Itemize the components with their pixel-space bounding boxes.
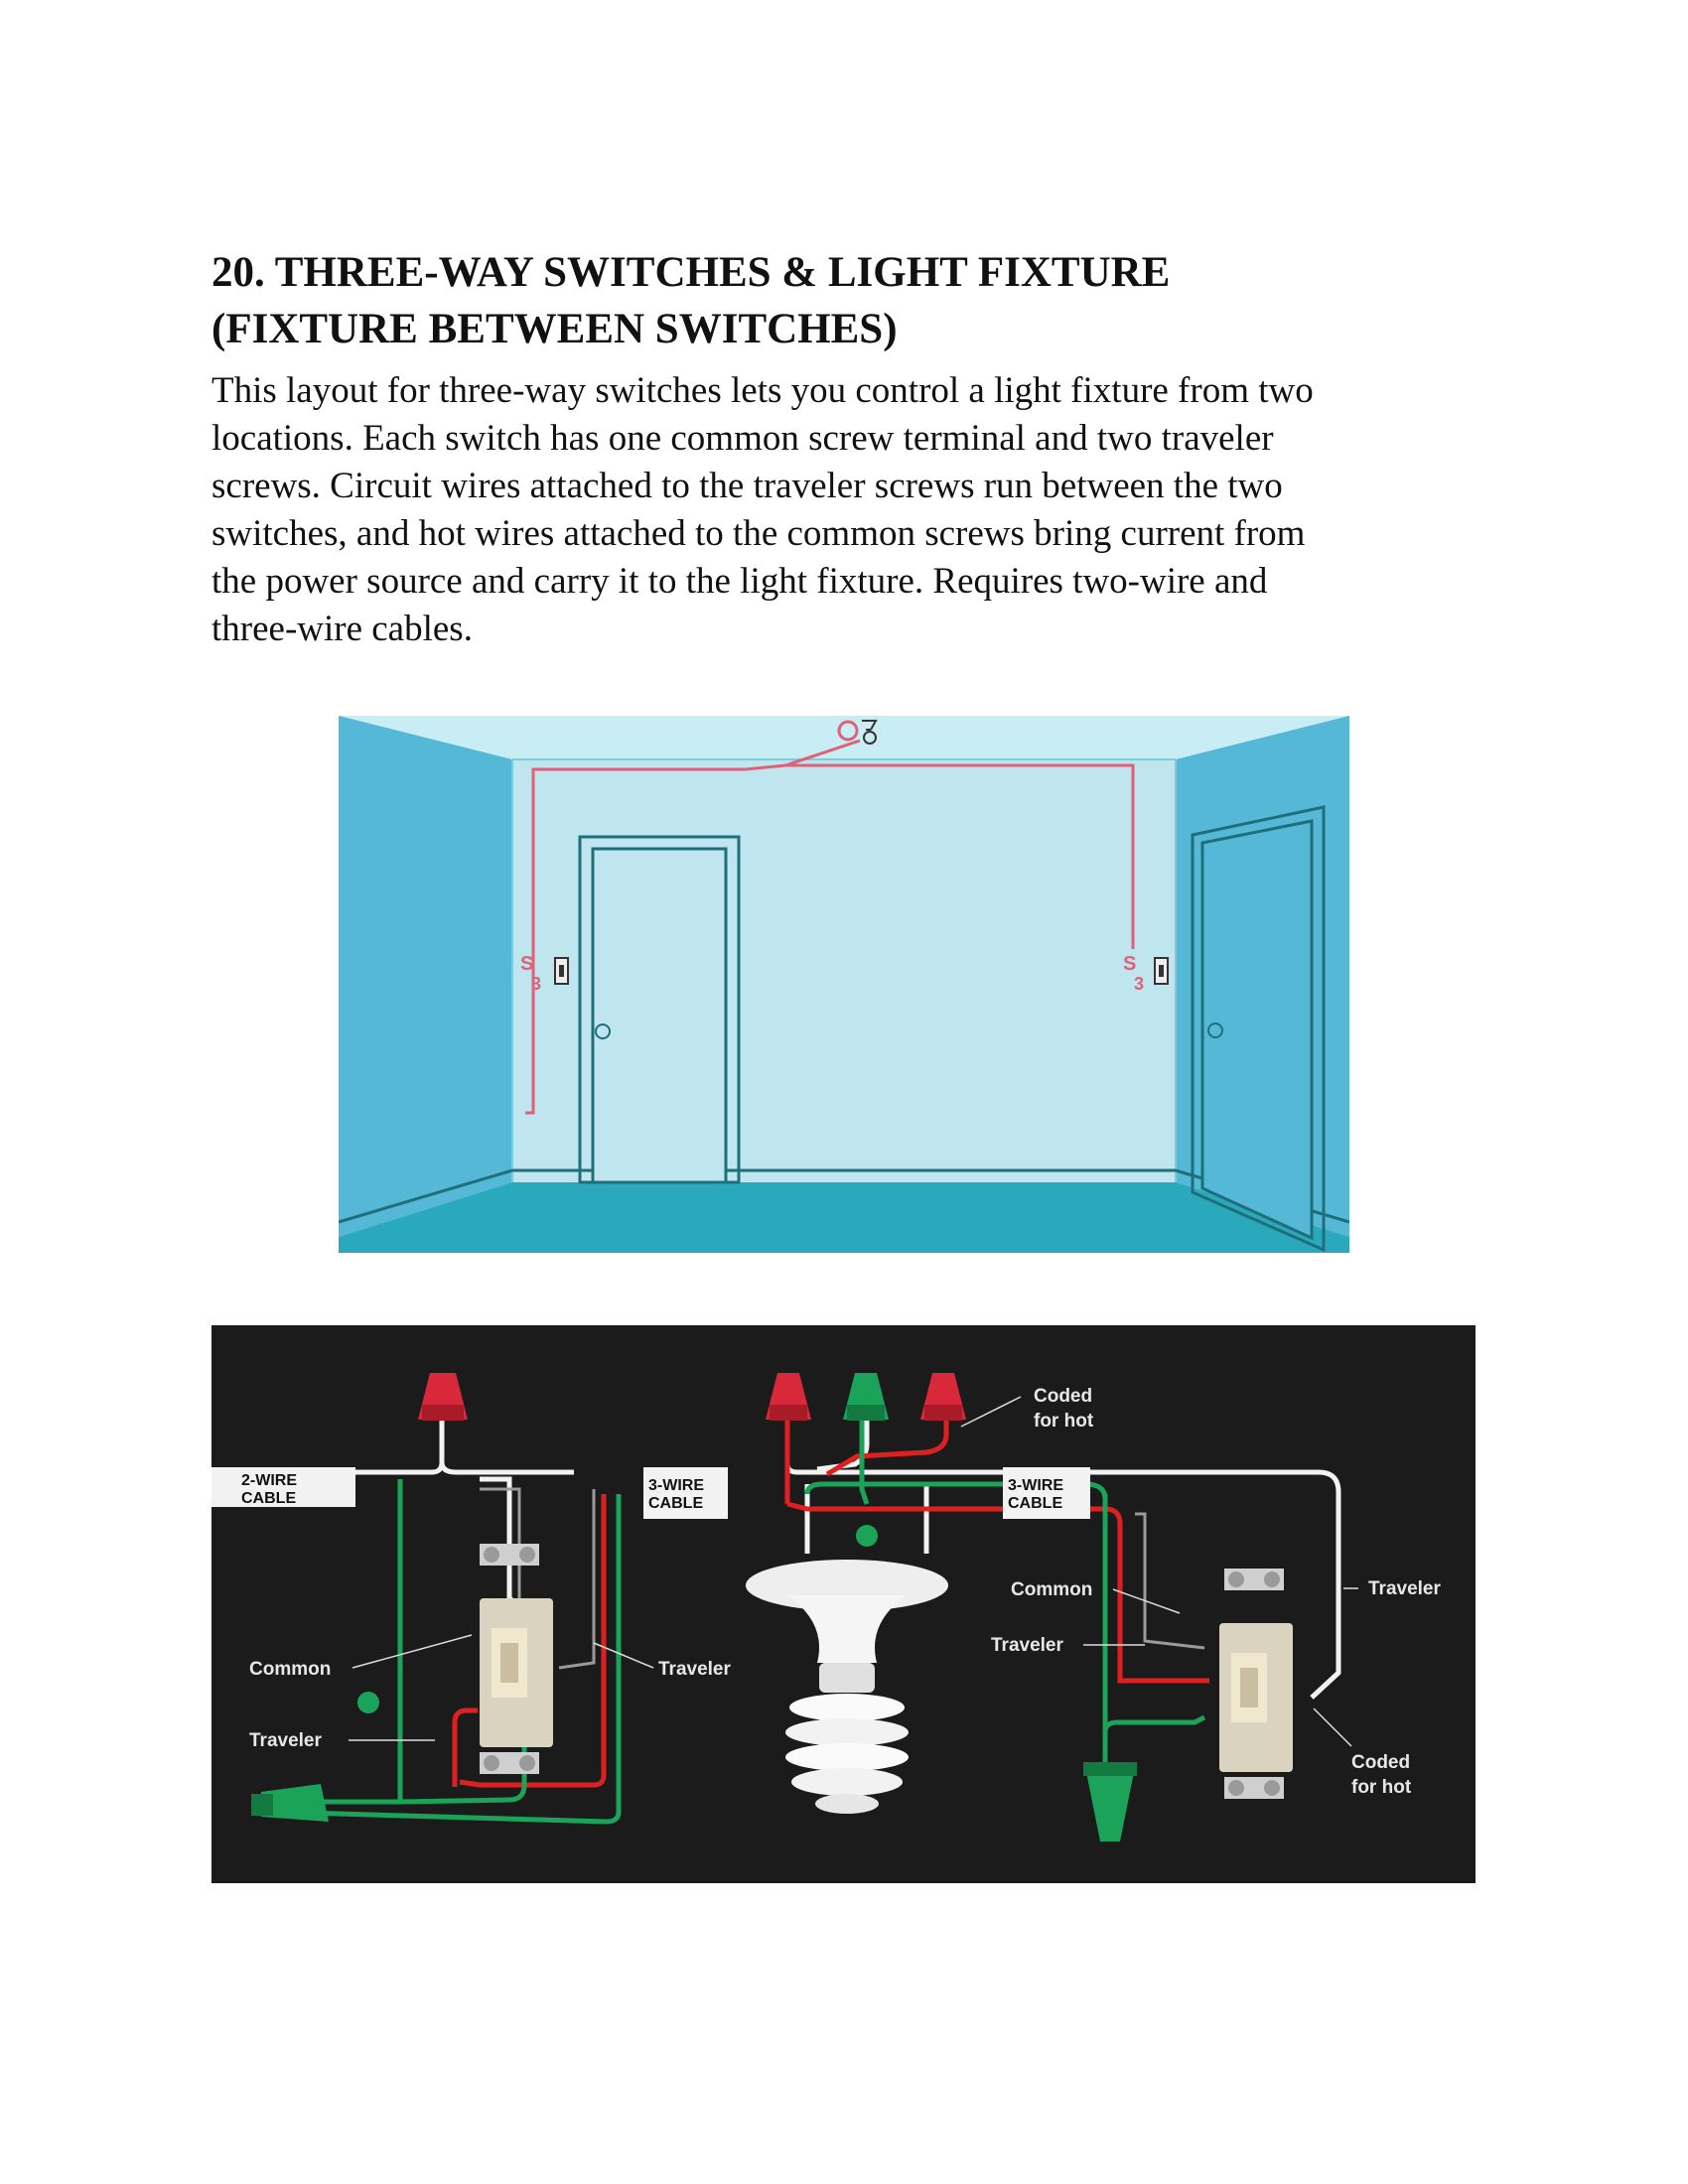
three-wire-right-label-1: 3-WIRE bbox=[1008, 1477, 1063, 1494]
room-illustration: S 3 S 3 bbox=[338, 716, 1350, 1253]
left-baseboard bbox=[338, 1168, 513, 1224]
two-wire-cable-label-2: CABLE bbox=[241, 1490, 296, 1507]
right-three-way-switch bbox=[1219, 1569, 1293, 1799]
floor bbox=[339, 1182, 1349, 1253]
callout-common-right: Common bbox=[1011, 1579, 1092, 1600]
heading-line-2: (FIXTURE BETWEEN SWITCHES) bbox=[211, 306, 898, 352]
wiring-svg: 2-WIRE CABLE 3-WIRE CABLE 3-WIRE CABLE bbox=[211, 1325, 1476, 1883]
wire-nut-green bbox=[843, 1373, 889, 1421]
wire-nut-ground-left bbox=[251, 1784, 329, 1822]
wire-nut-ground-right bbox=[1083, 1762, 1137, 1842]
left-side-wall bbox=[339, 716, 512, 1237]
right-door-frame bbox=[1191, 805, 1326, 1253]
fixture-icon bbox=[862, 720, 878, 731]
callout-traveler-mid: Traveler bbox=[658, 1659, 731, 1680]
left-switch-subscript: 3 bbox=[531, 974, 541, 994]
left-switch-letter: S bbox=[520, 953, 533, 975]
fixture-lamp-icon bbox=[863, 731, 877, 745]
two-wire-cable-label-1: 2-WIRE bbox=[241, 1472, 297, 1489]
body-line-6: three-wire cables. bbox=[211, 609, 473, 649]
body-line-5: the power source and carry it to the lig… bbox=[211, 561, 1268, 602]
wire-nut-left bbox=[418, 1373, 468, 1421]
wiring-diagram: 2-WIRE CABLE 3-WIRE CABLE 3-WIRE CABLE bbox=[211, 1325, 1476, 1883]
fixture-ground-screw bbox=[856, 1525, 878, 1547]
room-svg: S 3 S 3 bbox=[338, 716, 1350, 1253]
page-heading: 20. THREE-WAY SWITCHES & LIGHT FIXTURE (… bbox=[211, 244, 1502, 357]
three-wire-cable-left-sheath bbox=[643, 1467, 728, 1519]
wire-nut-red-2 bbox=[920, 1373, 966, 1421]
center-door bbox=[591, 847, 728, 1184]
callout-common-left: Common bbox=[249, 1659, 331, 1680]
three-wire-left-label-1: 3-WIRE bbox=[648, 1477, 704, 1494]
right-wall-switch-toggle bbox=[1159, 965, 1164, 977]
callout-traveler-right-outer: Traveler bbox=[1368, 1578, 1441, 1599]
callout-coded-hot-top-2: for hot bbox=[1034, 1411, 1094, 1432]
callout-traveler-right-inner: Traveler bbox=[991, 1635, 1063, 1656]
left-wall-switch-toggle bbox=[559, 965, 564, 977]
callout-coded-hot-top-1: Coded bbox=[1034, 1386, 1092, 1407]
center-door-knob bbox=[595, 1024, 611, 1039]
three-wire-right-label-2: CABLE bbox=[1008, 1495, 1062, 1512]
callout-coded-hot-bottom-1: Coded bbox=[1351, 1752, 1410, 1773]
right-switch-subscript: 3 bbox=[1134, 974, 1144, 994]
two-wire-cable-sheath bbox=[211, 1467, 355, 1507]
body-line-4: switches, and hot wires attached to the … bbox=[211, 513, 1306, 554]
left-wire-run bbox=[525, 739, 861, 1115]
body-line-1: This layout for three-way switches lets … bbox=[211, 370, 1314, 411]
left-ground-screw bbox=[357, 1692, 379, 1713]
light-fixture bbox=[746, 1560, 948, 1814]
right-door-knob bbox=[1207, 1023, 1223, 1038]
fixture-box bbox=[837, 720, 859, 742]
body-line-2: locations. Each switch has one common sc… bbox=[211, 418, 1274, 459]
callout-leaders bbox=[349, 1396, 1358, 1747]
callout-traveler-left: Traveler bbox=[249, 1730, 322, 1751]
description-paragraph: This layout for three-way switches lets … bbox=[211, 367, 1502, 653]
right-wire-run bbox=[785, 763, 1135, 949]
callout-coded-hot-bottom-2: for hot bbox=[1351, 1777, 1412, 1798]
left-three-way-switch bbox=[480, 1544, 553, 1774]
three-wire-cable-right-sheath bbox=[1003, 1467, 1090, 1519]
body-line-3: screws. Circuit wires attached to the tr… bbox=[211, 466, 1283, 506]
three-wire-left-label-2: CABLE bbox=[648, 1495, 703, 1512]
right-switch-letter: S bbox=[1123, 953, 1136, 975]
wire-nut-red-1 bbox=[766, 1373, 811, 1421]
right-door bbox=[1200, 819, 1314, 1241]
heading-line-1: 20. THREE-WAY SWITCHES & LIGHT FIXTURE bbox=[211, 249, 1171, 296]
